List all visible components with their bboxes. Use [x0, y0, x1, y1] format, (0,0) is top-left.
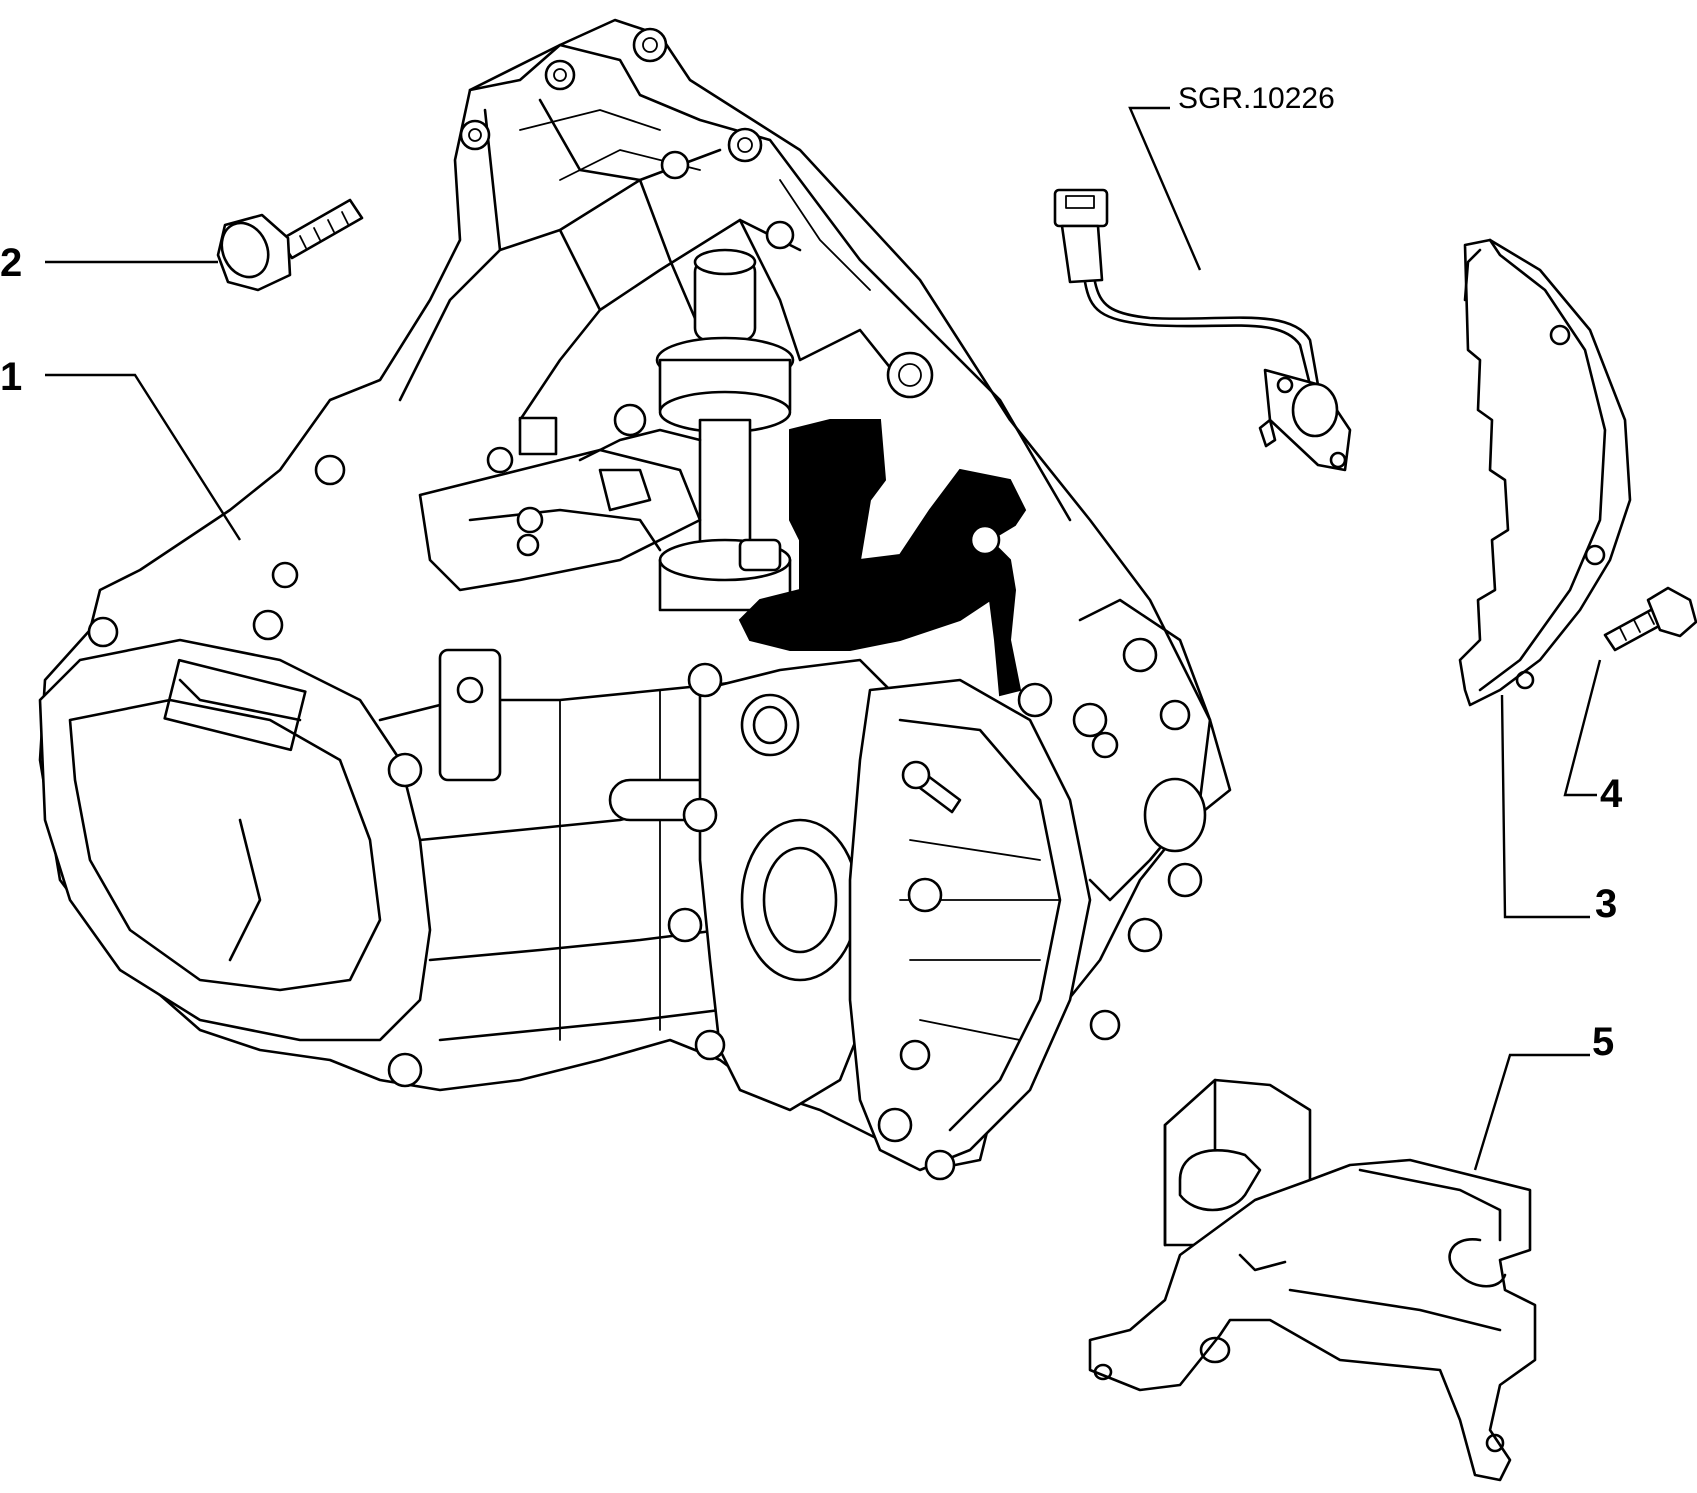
support-bracket — [1088, 1078, 1537, 1482]
leader-5 — [1473, 1053, 1590, 1171]
leader-1 — [45, 373, 242, 541]
callout-5: 5 — [1592, 1020, 1614, 1064]
sensor-harness — [1053, 188, 1352, 472]
leader-sgr — [1128, 106, 1202, 271]
housing-bolts — [87, 446, 1203, 1181]
callout-4: 4 — [1600, 772, 1623, 816]
shift-bracket-solid — [738, 419, 1027, 697]
cover-plate — [1458, 238, 1632, 707]
gearbox-housing — [38, 18, 1232, 1181]
sensor-reference-code: SGR.10226 — [1178, 82, 1335, 115]
flange-bolt — [216, 198, 364, 292]
callout-3: 3 — [1595, 882, 1617, 926]
callout-2: 2 — [0, 241, 22, 285]
plate-bolt — [1603, 586, 1697, 652]
leader-3 — [1500, 694, 1590, 919]
leader-lines — [45, 106, 1602, 1171]
leader-4 — [1563, 659, 1602, 797]
end-cover — [38, 638, 432, 1042]
callout-1: 1 — [0, 355, 22, 399]
